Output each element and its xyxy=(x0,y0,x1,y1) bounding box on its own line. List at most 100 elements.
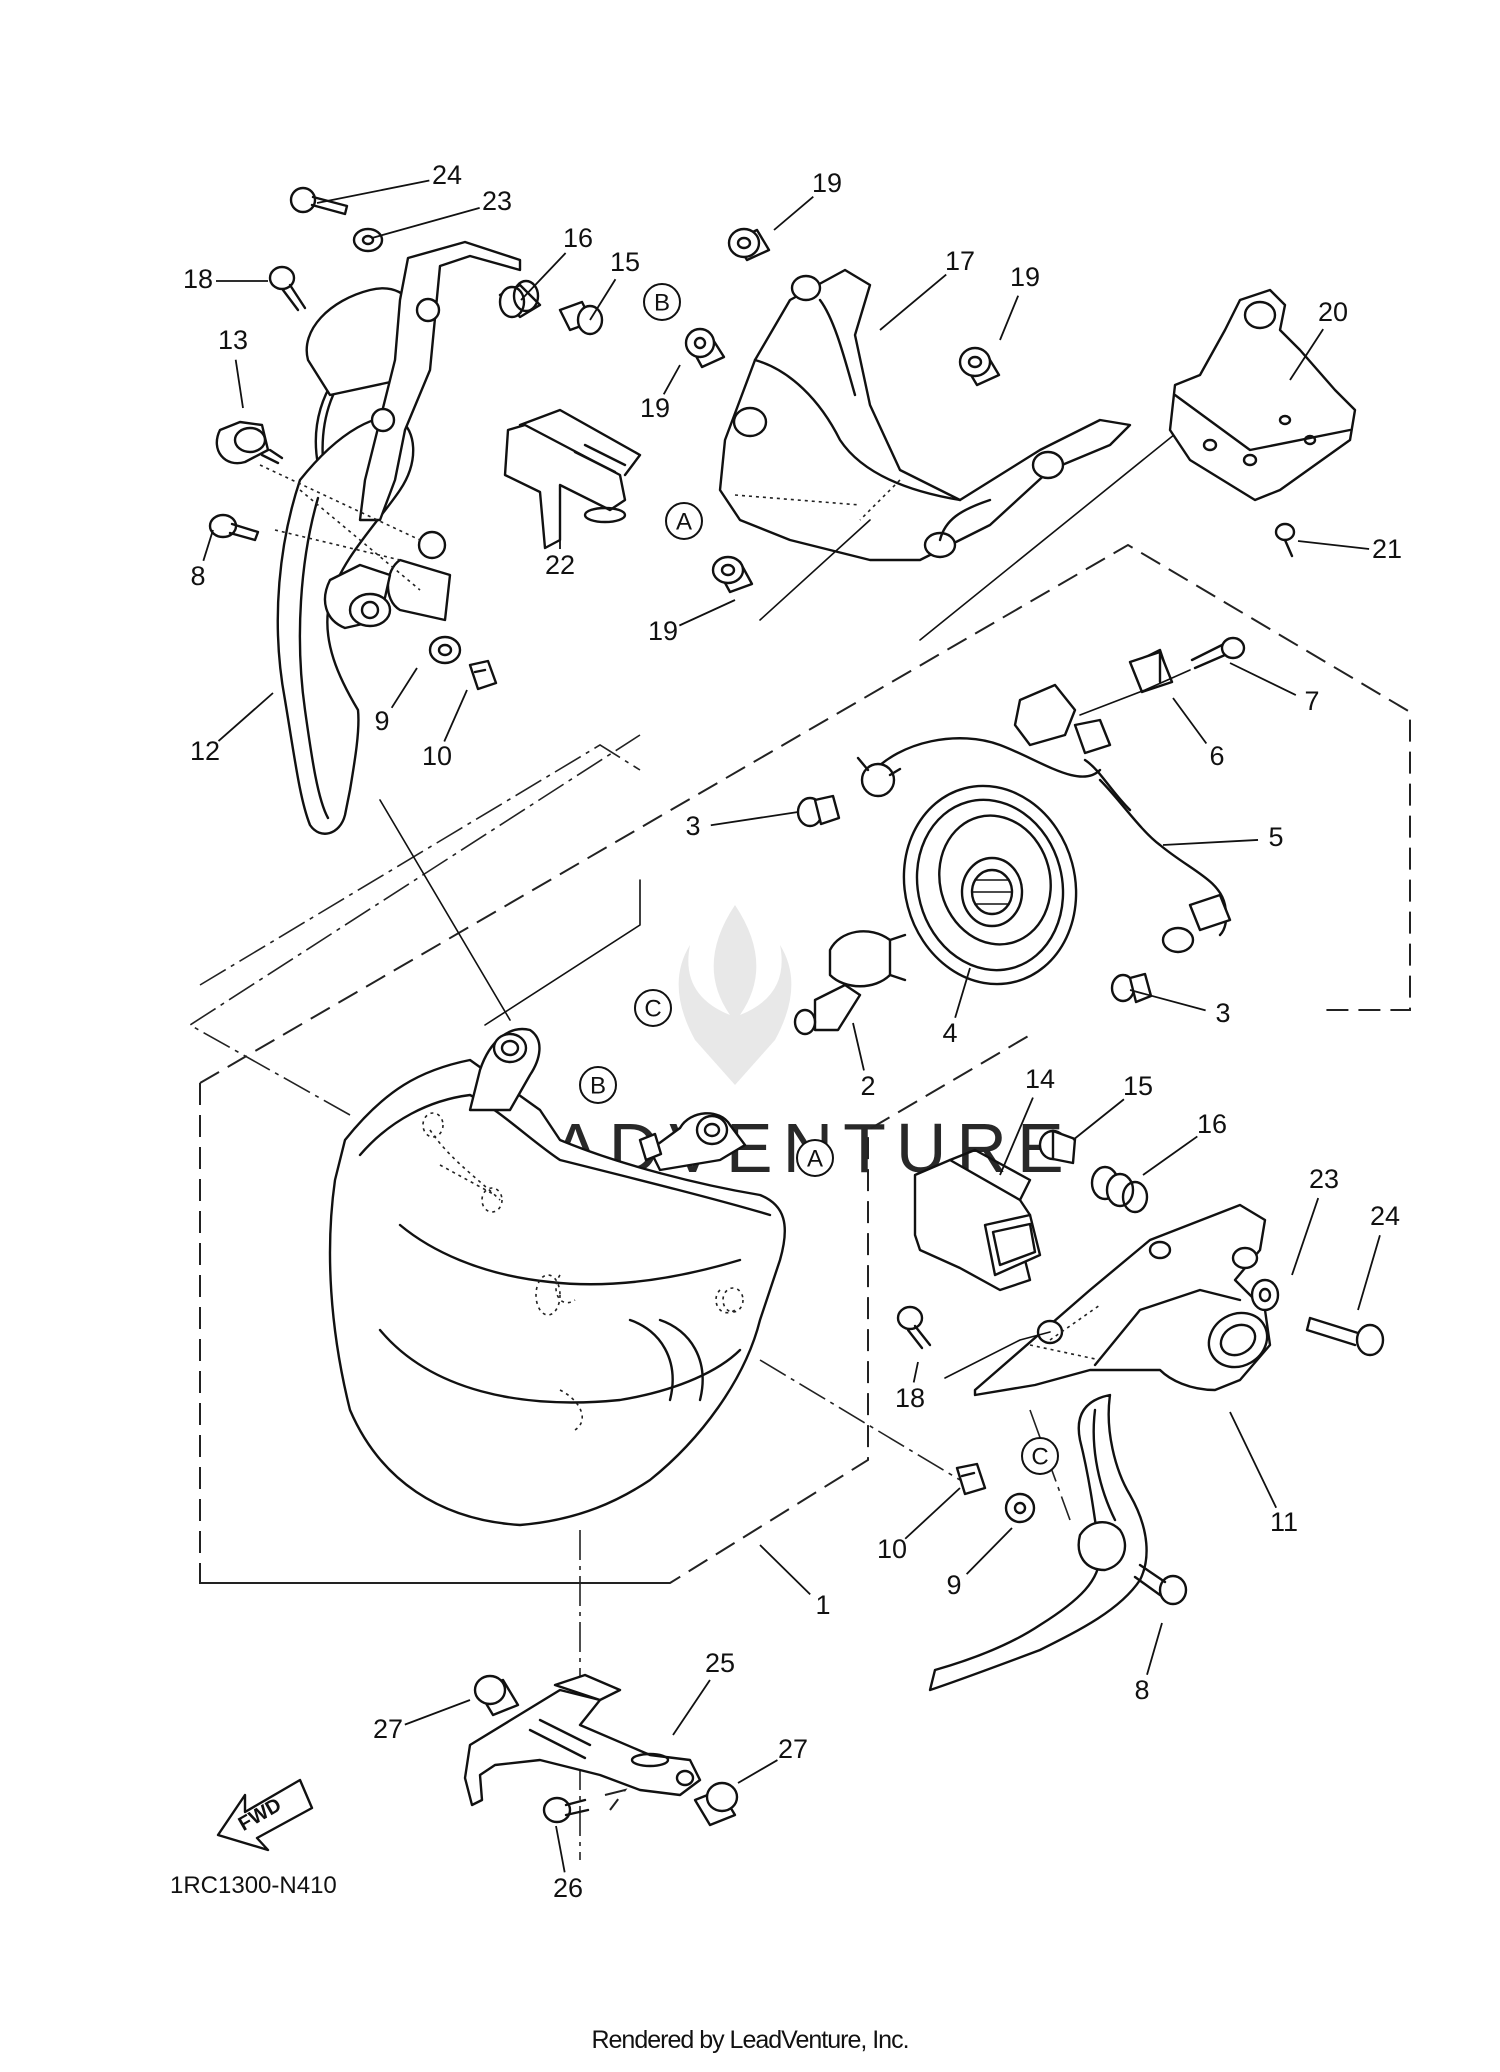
leader-line-c12 xyxy=(217,692,274,742)
leader-line-c4 xyxy=(954,967,971,1019)
part-callout-c26[interactable]: 26 xyxy=(553,1873,583,1903)
part-callout-c5[interactable]: 5 xyxy=(1268,822,1283,852)
bolt-26 xyxy=(542,1796,590,1824)
leader-line-c7 xyxy=(1229,662,1297,696)
grommet-16-top xyxy=(498,279,542,319)
part-callout-c9b[interactable]: 9 xyxy=(946,1570,961,1600)
part-callout-c15b[interactable]: 15 xyxy=(1123,1071,1153,1101)
hidden-line-bracket-25 xyxy=(604,1788,628,1811)
bolt-21 xyxy=(1274,522,1296,558)
leader-housing-left xyxy=(188,734,641,1116)
part-callout-c12[interactable]: 12 xyxy=(190,736,220,766)
clamp-13 xyxy=(215,420,284,465)
part-callout-c9a[interactable]: 9 xyxy=(374,706,389,736)
ref-circle-rC2 xyxy=(1021,1437,1059,1475)
part-callout-c19a[interactable]: 19 xyxy=(812,168,842,198)
part-callout-c8a[interactable]: 8 xyxy=(190,561,205,591)
leader-line-c27a xyxy=(404,1699,471,1726)
leader-line-c14 xyxy=(999,1097,1034,1176)
leader-line-c3a xyxy=(710,811,799,827)
collar-15-top xyxy=(558,300,604,336)
bracket-25 xyxy=(463,1673,702,1807)
ref-letter-rA1: A xyxy=(676,509,692,536)
bolt-24-top xyxy=(289,186,349,216)
part-callout-c16b[interactable]: 16 xyxy=(1197,1109,1227,1139)
part-callout-c10a[interactable]: 10 xyxy=(422,741,452,771)
leader-line-c19b xyxy=(999,295,1020,341)
part-callout-c11[interactable]: 11 xyxy=(1270,1507,1298,1537)
fwd-arrow[interactable]: FWD xyxy=(216,1778,314,1852)
part-callout-c6[interactable]: 6 xyxy=(1209,741,1224,771)
leader-line-c10b xyxy=(904,1487,961,1540)
ref-marker-rB2: B xyxy=(579,1066,617,1104)
part-callout-c27b[interactable]: 27 xyxy=(778,1734,808,1764)
part-callout-c23a[interactable]: 23 xyxy=(482,186,512,216)
headlight-assembly-boundary xyxy=(199,543,1411,1084)
headlight-bulb-2 xyxy=(793,930,907,1036)
leader-housing-top xyxy=(379,799,641,1026)
part-callout-c15a[interactable]: 15 xyxy=(610,247,640,277)
part-callout-c19c[interactable]: 19 xyxy=(640,393,670,423)
bolt-8-left xyxy=(208,513,260,542)
part-callout-c10b[interactable]: 10 xyxy=(877,1534,907,1564)
leader-line-c27b xyxy=(737,1759,778,1784)
clip-10-right xyxy=(955,1462,987,1496)
part-callout-c4[interactable]: 4 xyxy=(942,1018,957,1048)
screw-7 xyxy=(1190,636,1246,670)
bracket-22 xyxy=(503,408,642,550)
collar-19-b xyxy=(958,346,1001,387)
part-callout-c17[interactable]: 17 xyxy=(945,246,975,276)
part-callout-c23b[interactable]: 23 xyxy=(1309,1164,1339,1194)
leader-line-c16a xyxy=(520,252,567,301)
part-callout-c22[interactable]: 22 xyxy=(545,550,575,580)
leader-line-c9a xyxy=(390,667,418,709)
ref-circle-rB1 xyxy=(643,283,681,321)
ref-letter-rC2: C xyxy=(1031,1444,1048,1471)
ref-marker-rC1: C xyxy=(634,989,672,1027)
part-callout-c14[interactable]: 14 xyxy=(1025,1064,1055,1094)
part-callout-c24b[interactable]: 24 xyxy=(1370,1201,1400,1231)
part-callout-c21[interactable]: 21 xyxy=(1372,534,1402,564)
leader-line-c16b xyxy=(1142,1135,1198,1176)
leader-line-c24a xyxy=(316,179,430,204)
part-callout-c13[interactable]: 13 xyxy=(218,325,248,355)
ref-marker-rA1: A xyxy=(665,502,703,540)
part-callout-c18b[interactable]: 18 xyxy=(895,1383,925,1413)
part-callout-c7[interactable]: 7 xyxy=(1304,686,1319,716)
part-callout-c25[interactable]: 25 xyxy=(705,1648,735,1678)
part-callout-c24a[interactable]: 24 xyxy=(432,160,462,190)
part-callout-c20[interactable]: 20 xyxy=(1318,297,1348,327)
dust-cover-4 xyxy=(902,784,1078,986)
leader-right-18 xyxy=(944,1331,1051,1379)
washer-23-right xyxy=(1250,1278,1280,1312)
leader-line-c13 xyxy=(234,359,244,409)
leader-line-c25 xyxy=(672,1679,711,1736)
ref-letter-rC1: C xyxy=(644,996,661,1023)
part-callout-c16a[interactable]: 16 xyxy=(563,223,593,253)
ref-circle-rA2 xyxy=(796,1139,834,1177)
part-callout-c18a[interactable]: 18 xyxy=(183,264,213,294)
leader-line-c19d xyxy=(678,599,736,627)
headlight-housing-1 xyxy=(328,1027,787,1527)
part-callout-c2[interactable]: 2 xyxy=(860,1071,875,1101)
bracket-14 xyxy=(913,1148,1042,1292)
leader-line-c5 xyxy=(1162,839,1259,846)
part-callout-c19b[interactable]: 19 xyxy=(1010,262,1040,292)
leader-line-headlight-top xyxy=(199,744,641,986)
part-callout-c19d[interactable]: 19 xyxy=(648,616,678,646)
leader-line-c15a xyxy=(589,278,617,321)
part-callout-c3b[interactable]: 3 xyxy=(1215,998,1230,1028)
part-callout-c3a[interactable]: 3 xyxy=(685,811,700,841)
ref-letter-rB1: B xyxy=(654,290,670,317)
upper-bracket-17 xyxy=(718,268,1132,562)
bolt-8-right xyxy=(1133,1563,1188,1606)
part-callout-c27a[interactable]: 27 xyxy=(373,1714,403,1744)
collar-19-a xyxy=(727,227,771,262)
part-callout-c1[interactable]: 1 xyxy=(815,1590,830,1620)
leader-line-c15b xyxy=(1072,1098,1125,1141)
part-callout-c8b[interactable]: 8 xyxy=(1134,1675,1149,1705)
clip-6 xyxy=(1128,650,1174,694)
leader-line-c9b xyxy=(965,1527,1013,1575)
